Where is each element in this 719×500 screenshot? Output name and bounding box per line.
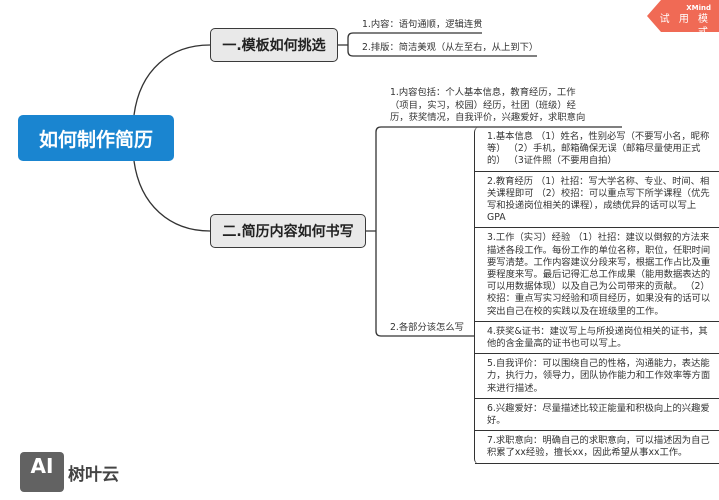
connector-branch1-children (338, 32, 354, 57)
topic-content-includes[interactable]: 1.内容包括：个人基本信息，教育经历，工作（项目，实习，校园）经历，社团（班级）… (390, 87, 586, 123)
detail-hobbies[interactable]: 6.兴趣爱好：尽量描述比较正能量和积极向上的兴趣爱好。 (475, 399, 719, 432)
detail-work-experience[interactable]: 3.工作（实习）经验 （1）社招：建议以倒叙的方法来描述各段工作。每份工作的单位… (475, 228, 719, 322)
connector-central-branch2 (133, 160, 211, 232)
watermark: AI 树叶云 (20, 452, 119, 492)
detail-list: 1.基本信息 （1）姓名，性别必写（不要写小名，昵称等） （2）手机，邮箱确保无… (474, 127, 719, 464)
connector-central-branch1 (133, 44, 211, 116)
detail-basic-info[interactable]: 1.基本信息 （1）姓名，性别必写（不要写小名，昵称等） （2）手机，邮箱确保无… (475, 127, 719, 172)
detail-self-evaluation[interactable]: 5.自我评价：可以围绕自己的性格，沟通能力，表达能力，执行力，领导力，团队协作能… (475, 354, 719, 399)
branch-template-selection[interactable]: 一.模板如何挑选 (210, 28, 338, 62)
connector-branch2-children (366, 126, 382, 337)
topic-how-to-write-sections[interactable]: 2.各部分该怎么写 (390, 322, 464, 333)
watermark-logo-icon: AI (20, 452, 64, 492)
detail-awards[interactable]: 4.获奖&证书：建议写上与所投递岗位相关的证书，其他的含金量高的证书也可以写上。 (475, 322, 719, 355)
central-topic[interactable]: 如何制作简历 (18, 115, 174, 161)
detail-job-intention[interactable]: 7.求职意向：明确自己的求职意向，可以描述因为自己积累了xx经验，擅长xx，因此… (475, 431, 719, 464)
xmind-brand: XMind (686, 4, 711, 12)
detail-education[interactable]: 2.教育经历 （1）社招：写大学名称、专业、时间、相关课程即可 （2）校招：可以… (475, 172, 719, 229)
trial-mode-label: 试 用 模 式 (659, 14, 711, 38)
topic-content[interactable]: 1.内容：语句通顺，逻辑连贯 (362, 19, 483, 30)
topic-layout[interactable]: 2.排版：简洁美观（从左至右，从上到下） (362, 42, 539, 53)
watermark-text: 树叶云 (68, 464, 119, 485)
xmind-trial-badge: XMind 试 用 模 式 (647, 0, 719, 32)
branch-resume-content[interactable]: 二.简历内容如何书写 (210, 214, 366, 248)
